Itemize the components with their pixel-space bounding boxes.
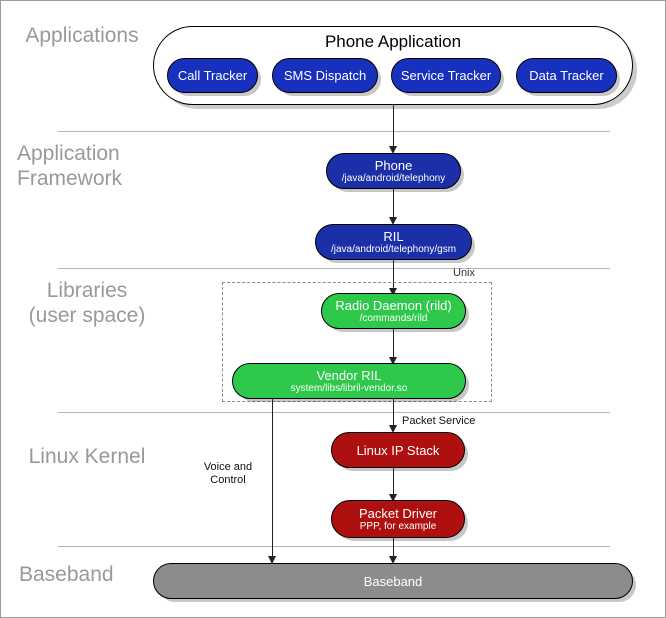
unix-region-label: Unix [453,267,476,279]
node-packet-driver-title: Packet Driver [358,505,438,521]
arrowhead-vendor-ril-to-ip-stack [389,425,397,433]
node-radio-daemon-subtitle: /commands/rild [359,312,428,324]
connector-phone-to-ril [393,189,395,220]
connector-rild-to-vendor-ril [393,329,395,361]
node-packet-driver[interactable]: Packet Driver PPP, for example [331,500,465,538]
app-service-tracker[interactable]: Service Tracker [391,58,501,93]
arrowhead-phone-to-ril [389,217,397,225]
connector-vendor-ril-to-baseband [272,399,274,560]
arrowhead-apps-to-phone [389,146,397,154]
arrowhead-rild-to-vendor-ril [389,357,397,365]
node-ril[interactable]: RIL /java/android/telephony/gsm [315,224,472,260]
arrowhead-ip-stack-to-packet-driver [389,494,397,502]
annotation-voice-and-control: Voice and Control [203,461,253,486]
connector-vendor-ril-to-ip-stack [393,399,395,429]
unix-region-box [222,282,492,402]
divider-libraries-kernel [58,412,610,413]
layer-label-baseband: Baseband [19,563,114,586]
connector-packet-driver-to-baseband [393,538,395,560]
node-packet-driver-subtitle: PPP, for example [359,520,437,532]
connector-apps-to-phone [393,105,395,149]
app-service-tracker-label: Service Tracker [400,68,492,83]
app-sms-dispatch-label: SMS Dispatch [283,68,367,83]
divider-kernel-baseband [58,546,610,547]
node-ril-title: RIL [383,228,404,244]
app-data-tracker-label: Data Tracker [529,68,604,83]
layer-label-linux-kernel: Linux Kernel [28,445,146,468]
app-call-tracker-label: Call Tracker [177,68,248,83]
node-phone[interactable]: Phone /java/android/telephony [326,153,461,189]
connector-ril-to-rild [393,260,395,291]
arrowhead-vendor-ril-to-baseband [268,556,276,564]
node-linux-ip-stack[interactable]: Linux IP Stack [331,432,465,468]
app-call-tracker[interactable]: Call Tracker [167,58,258,93]
node-phone-title: Phone [374,157,413,173]
node-vendor-ril[interactable]: Vendor RIL system/libs/libril-vendor.so [232,363,466,399]
arrowhead-ril-to-rild [389,288,397,296]
node-radio-daemon-title: Radio Daemon (rild) [335,297,452,313]
arrowhead-packet-driver-to-baseband [389,556,397,564]
node-radio-daemon[interactable]: Radio Daemon (rild) /commands/rild [321,293,466,329]
node-vendor-ril-title: Vendor RIL [316,367,382,383]
app-sms-dispatch[interactable]: SMS Dispatch [272,58,378,93]
node-phone-subtitle: /java/android/telephony [341,172,446,184]
phone-application-title: Phone Application [324,32,462,51]
node-linux-ip-stack-title: Linux IP Stack [356,442,440,458]
node-baseband-bar[interactable]: Baseband [153,563,633,599]
layer-label-libraries: Libraries (user space) [28,279,146,327]
layer-label-application-framework: Application Framework [17,142,123,190]
node-vendor-ril-subtitle: system/libs/libril-vendor.so [290,382,408,394]
divider-framework-libraries [58,268,610,269]
divider-applications-framework [58,131,610,132]
connector-ip-stack-to-packet-driver [393,468,395,497]
annotation-packet-service: Packet Service [402,415,476,427]
app-data-tracker[interactable]: Data Tracker [516,58,617,93]
node-ril-subtitle: /java/android/telephony/gsm [330,243,457,255]
node-baseband-label: Baseband [363,573,423,589]
layer-label-applications: Applications [25,24,139,47]
